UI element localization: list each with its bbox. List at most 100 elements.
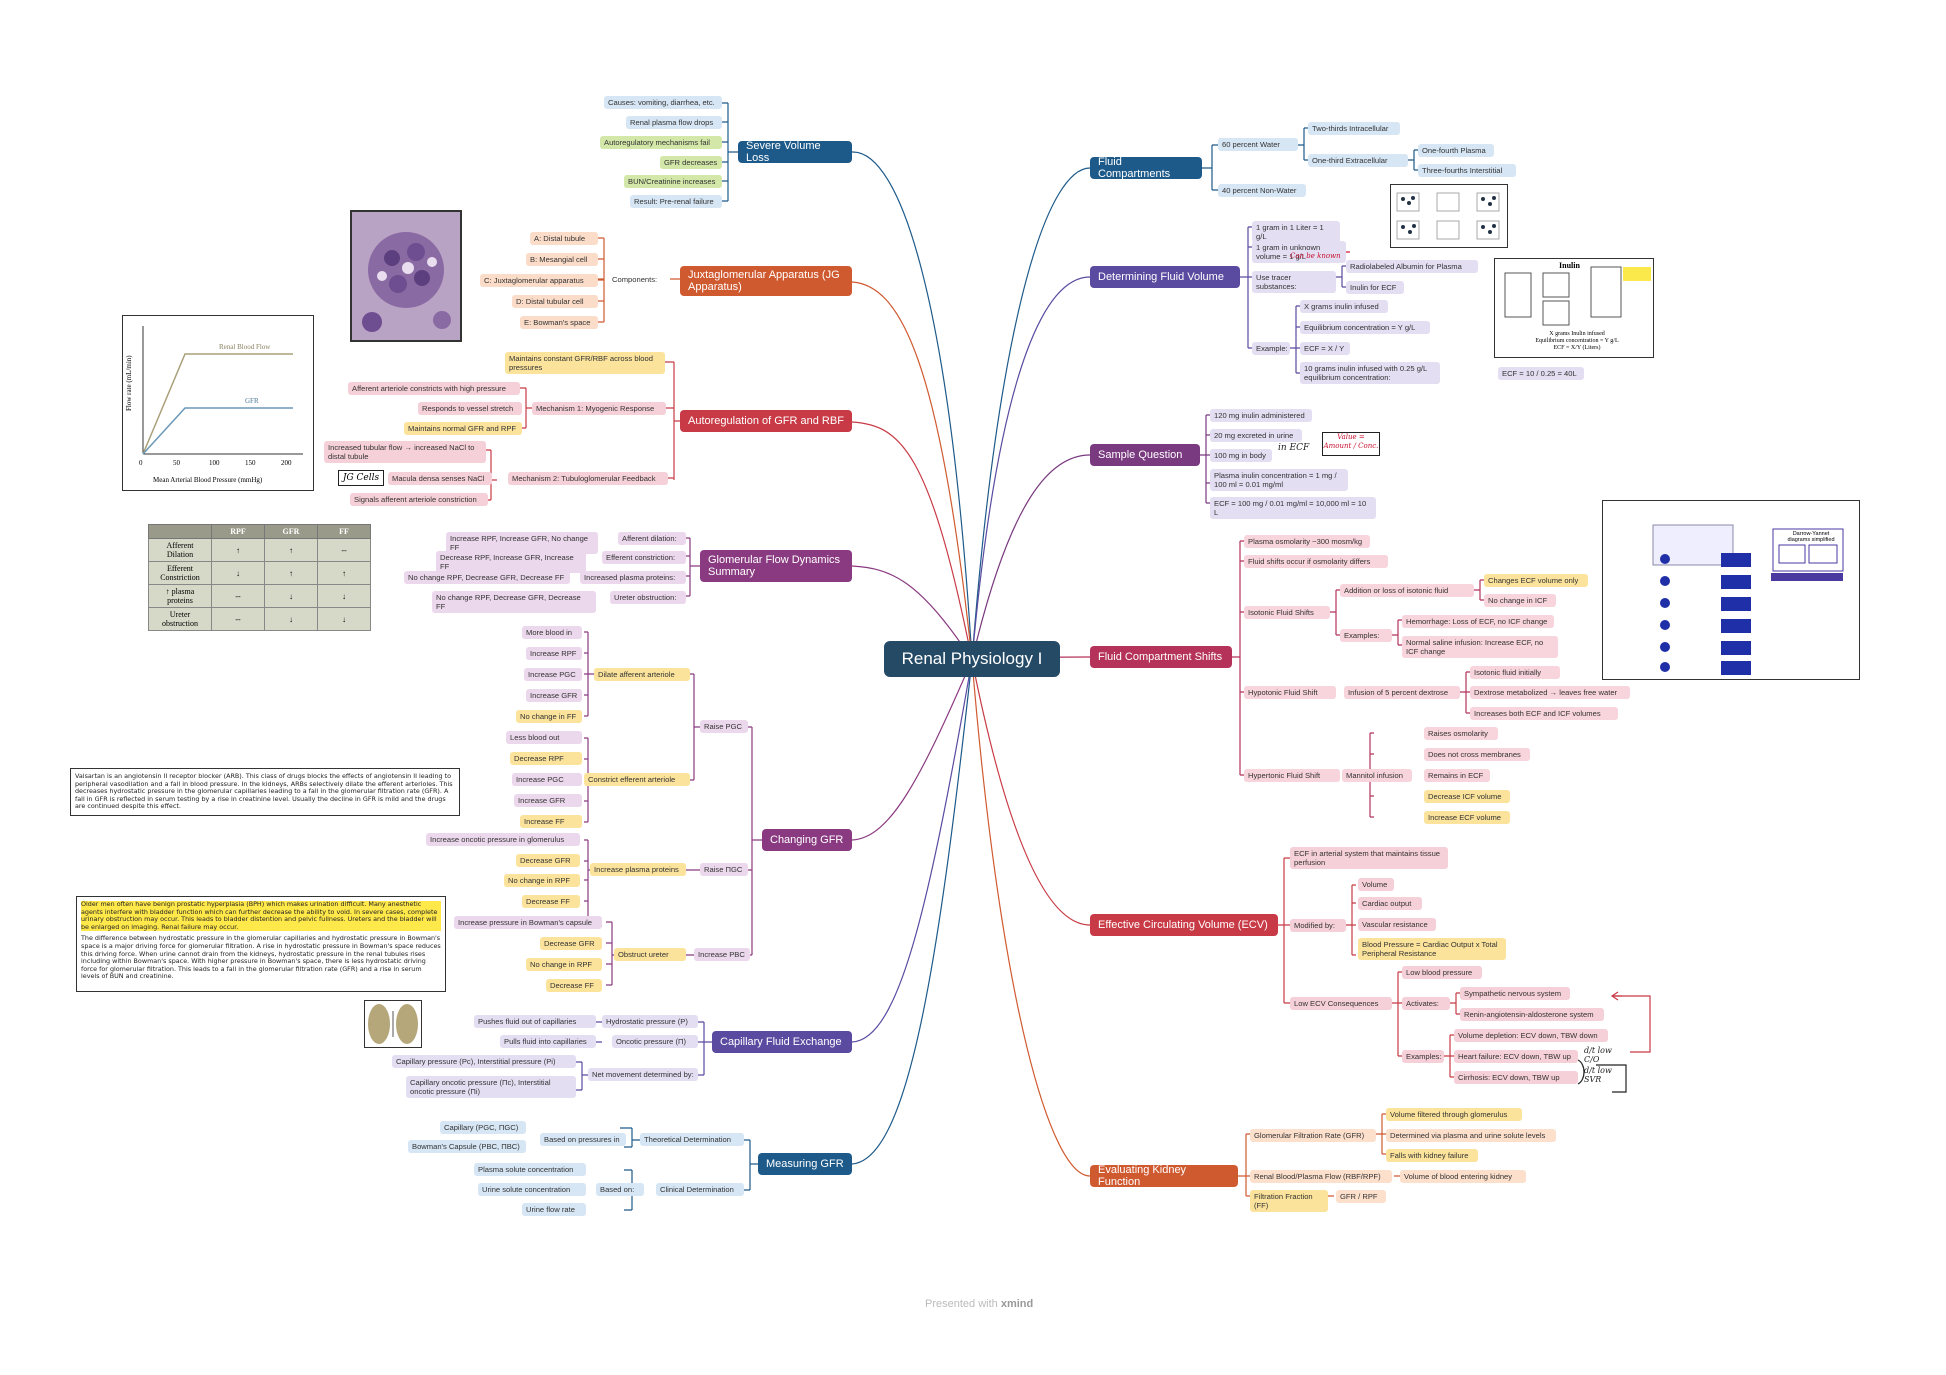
dilate-item-ff[interactable]: No change in FF (516, 710, 582, 723)
dextrose-metabolized[interactable]: Dextrose metabolized → leaves free water (1470, 686, 1630, 699)
capillary-oncotic[interactable]: Oncotic pressure (Π) (612, 1035, 698, 1048)
protein-item-gfr[interactable]: Decrease GFR (516, 854, 580, 867)
constrict-item-gfr[interactable]: Increase GFR (514, 794, 582, 807)
determining-item-2[interactable]: 1 gram in unknown volume = 1 g/L (1252, 241, 1346, 263)
shifts-isotonic[interactable]: Isotonic Fluid Shifts (1244, 606, 1330, 619)
ecv-low-bp[interactable]: Low blood pressure (1402, 966, 1482, 979)
changing-raise-pgc[interactable]: Raise PGC (700, 720, 748, 733)
compartments-nonwater[interactable]: 40 percent Non-Water (1218, 184, 1306, 197)
gfd-label-proteins[interactable]: Increased plasma proteins: (580, 571, 686, 584)
capillary-hydro-item[interactable]: Pushes fluid out of capillaries (474, 1015, 596, 1028)
dilate-item-more-blood[interactable]: More blood in (522, 626, 582, 639)
tracer-albumin[interactable]: Radiolabeled Albumin for Plasma (1346, 260, 1478, 273)
measuring-clinical[interactable]: Clinical Determination (656, 1183, 744, 1196)
jga-item-d[interactable]: D: Distal tubular cell (512, 295, 598, 308)
compartments-water[interactable]: 60 percent Water (1218, 138, 1298, 151)
determining-tracer[interactable]: Use tracer substances: (1252, 271, 1336, 293)
capillary-onco-item[interactable]: Pulls fluid into capillaries (500, 1035, 596, 1048)
dextrose-increases[interactable]: Increases both ECF and ICF volumes (1470, 707, 1618, 720)
gfr-falls[interactable]: Falls with kidney failure (1386, 1149, 1478, 1162)
branch-changing-gfr[interactable]: Changing GFR (762, 829, 852, 851)
tracer-inulin[interactable]: Inulin for ECF (1346, 281, 1404, 294)
determining-item-1[interactable]: 1 gram in 1 Liter = 1 g/L (1252, 221, 1340, 243)
mannitol-raises[interactable]: Raises osmolarity (1424, 727, 1498, 740)
measuring-urine-flow[interactable]: Urine flow rate (522, 1203, 586, 1216)
severe-item-result[interactable]: Result: Pre-renal failure (630, 195, 722, 208)
sample-item-4[interactable]: Plasma inulin concentration = 1 mg / 100… (1210, 469, 1348, 491)
evaluating-gfr[interactable]: Glomerular Filtration Rate (GFR) (1250, 1129, 1376, 1142)
protein-item-ff[interactable]: Decrease FF (522, 895, 580, 908)
branch-fluid-compartments[interactable]: Fluid Compartments (1090, 156, 1202, 180)
autoreg-mechanism-2[interactable]: Mechanism 2: Tubuloglomerular Feedback (508, 472, 668, 485)
constrict-item-less-blood[interactable]: Less blood out (506, 731, 582, 744)
changing-obstruct-ureter[interactable]: Obstruct ureter (614, 948, 686, 961)
compartments-interstitial[interactable]: Three-fourths Interstitial (1418, 164, 1516, 177)
dilate-item-rpf[interactable]: Increase RPF (526, 647, 582, 660)
dilate-item-pgc[interactable]: Increase PGC (524, 668, 582, 681)
branch-evaluating-kidney-function[interactable]: Evaluating Kidney Function (1090, 1164, 1238, 1188)
constrict-item-ff[interactable]: Increase FF (520, 815, 582, 828)
branch-determining-fluid-volume[interactable]: Determining Fluid Volume (1090, 266, 1240, 288)
compartments-intracellular[interactable]: Two-thirds Intracellular (1308, 122, 1400, 135)
autoreg-mechanism-1[interactable]: Mechanism 1: Myogenic Response (532, 402, 666, 415)
example-x-grams[interactable]: X grams inulin infused (1300, 300, 1388, 313)
measuring-based-on[interactable]: Based on: (596, 1183, 644, 1196)
branch-sample-question[interactable]: Sample Question (1090, 444, 1200, 466)
autoreg-m1-constricts[interactable]: Afferent arteriole constricts with high … (348, 382, 520, 395)
ecv-modified-by[interactable]: Modified by: (1290, 919, 1346, 932)
capillary-net-item-1[interactable]: Capillary pressure (Pc), Interstitial pr… (392, 1055, 576, 1068)
sample-item-2[interactable]: 20 mg excreted in urine (1210, 429, 1302, 442)
ecv-heart-failure[interactable]: Heart failure: ECV down, TBW up (1454, 1050, 1578, 1063)
gfd-label-efferent[interactable]: Efferent constriction: (602, 551, 686, 564)
changing-increase-pbc[interactable]: Increase PBC (694, 948, 750, 961)
branch-jg-apparatus[interactable]: Juxtaglomerular Apparatus (JG Apparatus) (680, 266, 852, 296)
ecv-raas[interactable]: Renin-angiotensin-aldosterone system (1460, 1008, 1604, 1021)
example-10-grams[interactable]: 10 grams inulin infused with 0.25 g/L eq… (1300, 362, 1440, 384)
sample-item-5[interactable]: ECF = 100 mg / 0.01 mg/ml = 10,000 ml = … (1210, 497, 1376, 519)
isotonic-hemorrhage[interactable]: Hemorrhage: Loss of ECF, no ICF change (1402, 615, 1554, 628)
jga-components-label[interactable]: Components: (612, 275, 658, 284)
dextrose-isotonic[interactable]: Isotonic fluid initially (1470, 666, 1560, 679)
obstruct-item-ff[interactable]: Decrease FF (546, 979, 602, 992)
gfd-value-afferent[interactable]: Increase RPF, Increase GFR, No change FF (446, 532, 598, 554)
compartments-plasma[interactable]: One-fourth Plasma (1418, 144, 1494, 157)
evaluating-rbf[interactable]: Renal Blood/Plasma Flow (RBF/RPF) (1250, 1170, 1392, 1183)
mannitol-remains[interactable]: Remains in ECF (1424, 769, 1490, 782)
branch-fluid-compartment-shifts[interactable]: Fluid Compartment Shifts (1090, 646, 1232, 668)
isotonic-saline[interactable]: Normal saline infusion: Increase ECF, no… (1402, 636, 1558, 658)
changing-constrict-efferent[interactable]: Constrict efferent arteriole (584, 773, 690, 786)
ecv-definition[interactable]: ECF in arterial system that maintains ti… (1290, 847, 1448, 869)
branch-capillary-exchange[interactable]: Capillary Fluid Exchange (712, 1031, 852, 1053)
severe-item-rpf[interactable]: Renal plasma flow drops (626, 116, 722, 129)
evaluating-ff[interactable]: Filtration Fraction (FF) (1250, 1190, 1328, 1212)
measuring-based-pressures[interactable]: Based on pressures in (540, 1133, 626, 1146)
jga-item-e[interactable]: E: Bowman's space (520, 316, 598, 329)
severe-item-bun[interactable]: BUN/Creatinine increases (624, 175, 722, 188)
isotonic-no-icf[interactable]: No change in ICF (1484, 594, 1556, 607)
ecv-volume-depletion[interactable]: Volume depletion: ECV down, TBW down (1454, 1029, 1608, 1042)
severe-item-autoreg[interactable]: Autoregulatory mechanisms fail (600, 136, 722, 149)
severe-item-causes[interactable]: Causes: vomiting, diarrhea, etc. (604, 96, 722, 109)
measuring-capillary[interactable]: Capillary (PGC, ΠGC) (440, 1121, 526, 1134)
central-topic[interactable]: Renal Physiology I (884, 641, 1060, 677)
gfd-value-ureter[interactable]: No change RPF, Decrease GFR, Decrease FF (432, 591, 596, 613)
shifts-hypotonic[interactable]: Hypotonic Fluid Shift (1244, 686, 1336, 699)
obstruct-item-rpf[interactable]: No change in RPF (526, 958, 602, 971)
autoreg-m2-flow[interactable]: Increased tubular flow → increased NaCl … (324, 441, 486, 463)
measuring-theoretical[interactable]: Theoretical Determination (640, 1133, 744, 1146)
branch-severe-volume-loss[interactable]: Severe Volume Loss (738, 140, 852, 164)
protein-item-rpf[interactable]: No change in RPF (504, 874, 580, 887)
ecv-mod-bp[interactable]: Blood Pressure = Cardiac Output x Total … (1358, 938, 1506, 960)
sample-item-1[interactable]: 120 mg inulin administered (1210, 409, 1312, 422)
ecv-mod-volume[interactable]: Volume (1358, 878, 1394, 891)
capillary-net[interactable]: Net movement determined by: (588, 1068, 698, 1081)
branch-measuring-gfr[interactable]: Measuring GFR (758, 1153, 852, 1175)
changing-dilate-afferent[interactable]: Dilate afferent arteriole (594, 668, 690, 681)
mannitol-does-not-cross[interactable]: Does not cross membranes (1424, 748, 1530, 761)
obstruct-item-gfr[interactable]: Decrease GFR (540, 937, 602, 950)
autoreg-m1-stretch[interactable]: Responds to vessel stretch (418, 402, 522, 415)
protein-item-oncotic[interactable]: Increase oncotic pressure in glomerulus (426, 833, 580, 846)
mannitol-increase-ecf[interactable]: Increase ECF volume (1424, 811, 1510, 824)
autoreg-m2-macula[interactable]: Macula densa senses NaCl (388, 472, 492, 485)
gfd-value-efferent[interactable]: Decrease RPF, Increase GFR, Increase FF (436, 551, 586, 573)
